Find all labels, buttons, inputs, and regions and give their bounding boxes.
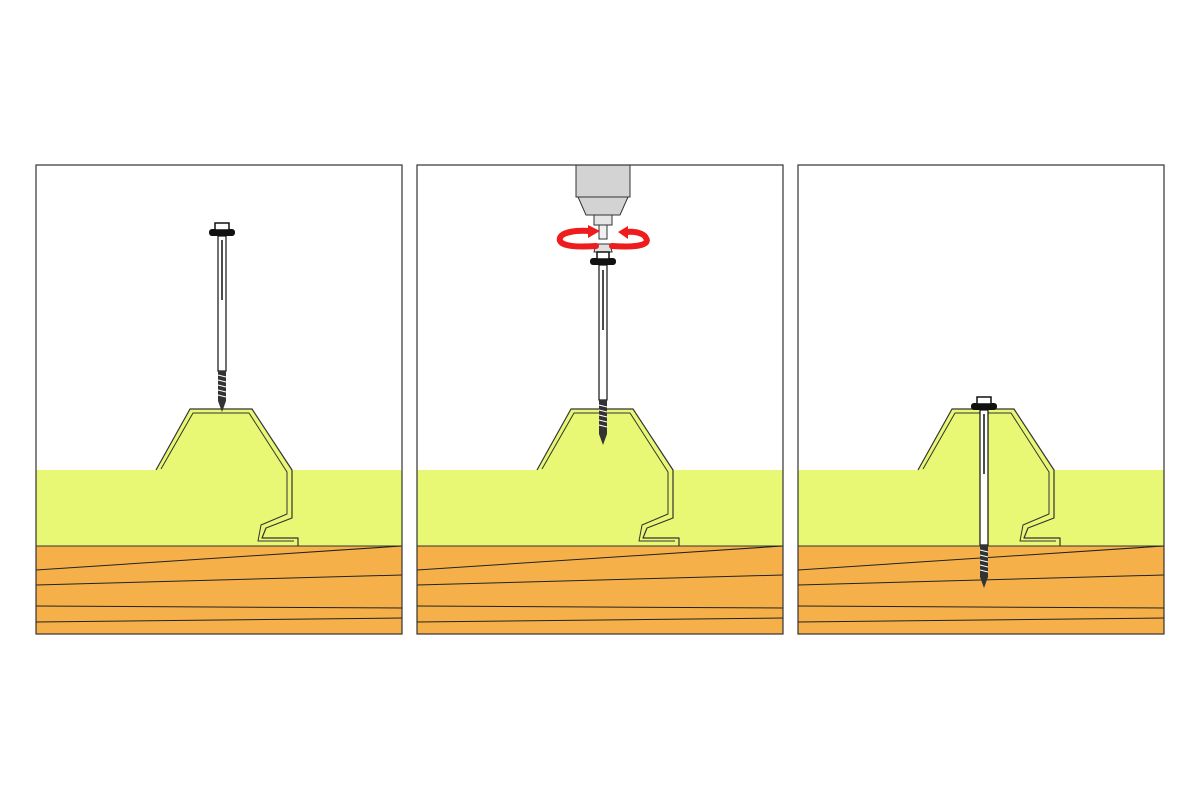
step-3-panel — [797, 164, 1165, 635]
metal-panel-skin — [155, 408, 299, 546]
timber-batten — [417, 545, 783, 634]
screw-icon — [209, 222, 235, 412]
rotate-arrow-icon — [556, 225, 650, 250]
screw-icon — [590, 251, 616, 445]
panel-frame — [416, 164, 784, 635]
wood-grain-lines — [417, 545, 783, 623]
panel-skin-inner-line — [922, 412, 1056, 542]
wood-grain-lines — [36, 545, 402, 623]
panel-frame — [797, 164, 1165, 635]
insulated-panel-core — [417, 409, 783, 546]
panel-skin-inner-line — [541, 412, 675, 542]
timber-batten — [36, 545, 402, 634]
drill-icon — [575, 165, 631, 253]
metal-panel-skin — [536, 408, 680, 546]
step-2-panel — [416, 164, 784, 635]
insulated-panel-core — [36, 409, 402, 546]
screw-icon — [971, 396, 997, 588]
step-1-panel — [35, 164, 403, 635]
panel-skin-inner-line — [160, 412, 294, 542]
panel-frame — [35, 164, 403, 635]
